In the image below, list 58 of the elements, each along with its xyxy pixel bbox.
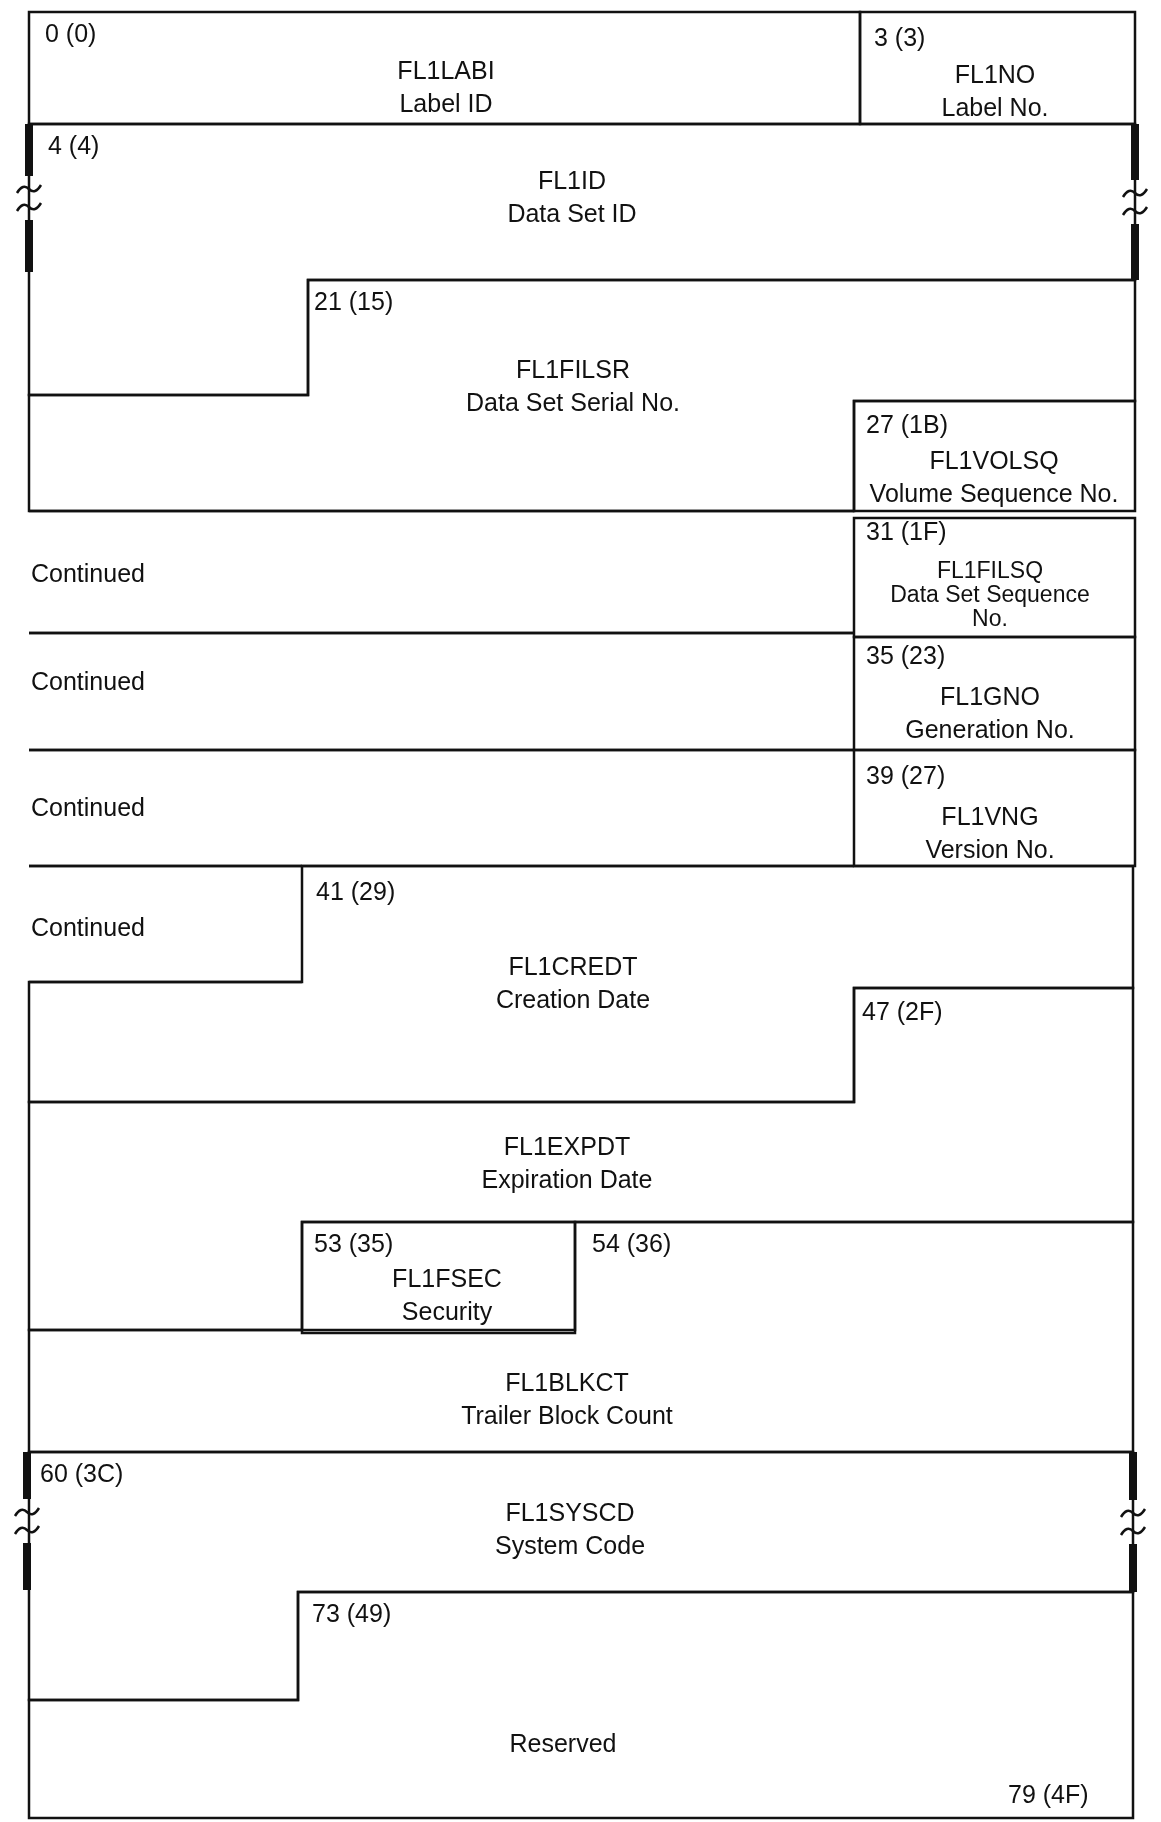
byte-offset: 21 (15) xyxy=(314,288,394,316)
record-field-box xyxy=(302,1222,575,1333)
field-name: FL1GNO xyxy=(940,680,1040,712)
record-field-box xyxy=(29,988,1133,1330)
record-field-box xyxy=(860,12,1135,124)
field-name: FL1BLKCT xyxy=(505,1366,629,1398)
byte-offset: 79 (4F) xyxy=(1008,1780,1089,1809)
field-name: FL1ID xyxy=(537,164,607,196)
byte-offset: 3 (3) xyxy=(874,24,926,52)
record-field-box xyxy=(854,518,1135,637)
field-name: FL1SYSCD xyxy=(505,1496,635,1528)
continuation-note: Continued xyxy=(31,668,145,696)
byte-offset: 4 (4) xyxy=(48,132,100,160)
record-field-box xyxy=(854,401,1135,511)
record-field-box xyxy=(854,750,1135,866)
field-description: Creation Date xyxy=(495,983,651,1014)
record-field-box xyxy=(29,1452,1133,1700)
byte-offset: 53 (35) xyxy=(314,1230,394,1258)
record-field-box xyxy=(29,1592,1133,1818)
record-field-box xyxy=(29,12,860,124)
byte-offset: 31 (1F) xyxy=(866,518,947,546)
field-name: FL1LABI xyxy=(397,54,495,86)
field-name: FL1VNG xyxy=(941,800,1039,832)
byte-offset: 35 (23) xyxy=(866,642,946,670)
record-field-box xyxy=(29,1222,1133,1452)
record-field-box xyxy=(854,637,1135,750)
continuation-note: Continued xyxy=(31,560,145,588)
byte-offset: 41 (29) xyxy=(316,878,396,906)
field-name: FL1VOLSQ xyxy=(929,444,1059,476)
field-name: FL1FSEC xyxy=(392,1262,502,1294)
field-description: Volume Sequence No. xyxy=(869,477,1119,509)
field-name: FL1CREDT xyxy=(508,950,638,982)
field-name: FL1EXPDT xyxy=(503,1130,631,1162)
field-description: System Code xyxy=(494,1529,646,1561)
byte-offset: 47 (2F) xyxy=(862,998,943,1026)
continuation-note: Continued xyxy=(31,914,145,942)
field-name: FL1FILSR xyxy=(516,353,630,385)
field-description: Label No. xyxy=(941,91,1049,122)
byte-offset: 39 (27) xyxy=(866,762,946,790)
field-description: Label ID xyxy=(399,87,493,118)
field-description: Data Set Serial No. xyxy=(466,386,680,417)
byte-offset: 60 (3C) xyxy=(40,1460,124,1488)
byte-offset: 73 (49) xyxy=(312,1600,392,1628)
record-field-box xyxy=(29,866,1133,1102)
field-name: FL1NO xyxy=(954,58,1036,90)
field-name: FL1FILSQ xyxy=(936,557,1044,582)
field-name: Reserved xyxy=(509,1727,617,1759)
field-description: Security xyxy=(401,1295,493,1327)
field-description: Generation No. xyxy=(905,713,1075,744)
byte-offset: 27 (1B) xyxy=(866,411,948,439)
field-description: Data Set ID xyxy=(507,197,637,228)
continuation-note: Continued xyxy=(31,794,145,822)
field-description: Version No. xyxy=(925,833,1055,864)
byte-offset: 54 (36) xyxy=(592,1230,672,1258)
byte-offset: 0 (0) xyxy=(45,20,97,48)
field-description: Expiration Date xyxy=(481,1163,653,1195)
record-field-box xyxy=(29,280,1135,511)
field-description: Trailer Block Count xyxy=(461,1399,673,1430)
